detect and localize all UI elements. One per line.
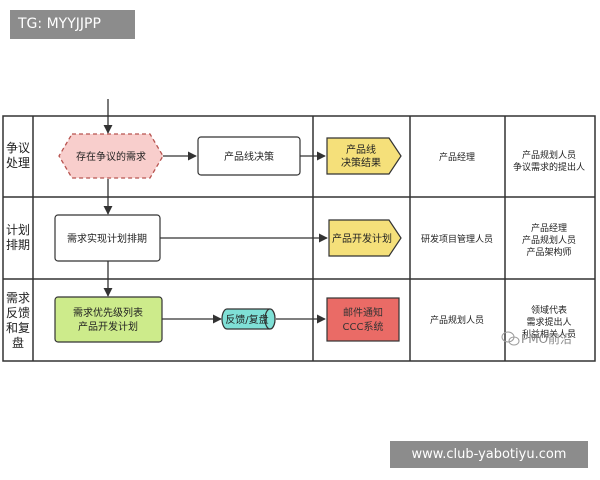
- role-text: 争议需求的提出人: [513, 161, 585, 173]
- node-feedback-review: 反馈/复盘: [221, 308, 276, 330]
- role-text: 研发项目管理人员: [421, 233, 493, 245]
- row-header-dispute: 争议 处理: [6, 141, 30, 170]
- role-owner-plan: 研发项目管理人员: [421, 233, 493, 245]
- role-text: 产品经理: [439, 151, 475, 163]
- role-participants-feedback: 领域代表 需求提出人 利益相关人员: [522, 304, 576, 340]
- node-label-line: 产品线: [346, 143, 376, 156]
- role-participants-plan: 产品经理 产品规划人员 产品架构师: [522, 222, 576, 258]
- node-label: 存在争议的需求: [76, 150, 146, 163]
- role-participants-dispute: 产品规划人员 争议需求的提出人: [513, 149, 585, 173]
- node-decision-result: 产品线 决策结果: [326, 137, 402, 175]
- role-text: 产品架构师: [526, 246, 571, 258]
- row-header-line: 反馈: [6, 306, 30, 320]
- row-header-plan: 计划 排期: [6, 223, 30, 252]
- row-header-line: 盘: [12, 335, 24, 350]
- row-header-feedback: 需求 反馈 和复 盘: [6, 291, 30, 350]
- swimlane-grid: [2, 115, 596, 362]
- node-label-line: 邮件通知: [343, 306, 383, 319]
- node-disputed-demand: 存在争议的需求: [58, 133, 164, 179]
- role-text: 产品规划人员: [522, 149, 576, 161]
- row-header-line: 处理: [6, 156, 30, 170]
- role-text: 产品规划人员: [522, 234, 576, 246]
- role-text: 领域代表: [531, 304, 567, 316]
- row-header-line: 排期: [6, 238, 30, 252]
- row-header-line: 计划: [6, 223, 30, 237]
- node-dev-plan: 产品开发计划: [328, 219, 402, 257]
- row-header-line: 需求: [6, 291, 30, 305]
- role-text: 产品经理: [531, 222, 567, 234]
- bottom-watermark: www.club-yabotiyu.com: [390, 441, 588, 468]
- node-label-line: 决策结果: [341, 156, 381, 169]
- node-label-line: CCC系统: [343, 320, 384, 333]
- node-label: 反馈/复盘: [225, 313, 268, 326]
- source-mark-text: PMO前沿: [521, 331, 572, 346]
- node-mail-notice: 邮件通知 CCC系统: [326, 297, 400, 342]
- connectors: [103, 99, 328, 324]
- row-header-line: 和复: [6, 321, 30, 335]
- role-text: 利益相关人员: [522, 328, 576, 340]
- node-priority-list: 需求优先级列表 产品开发计划: [54, 296, 163, 343]
- node-label: 产品开发计划: [332, 232, 392, 245]
- role-text: 需求提出人: [526, 316, 571, 328]
- node-line-decision: 产品线决策: [197, 136, 301, 176]
- role-owner-dispute: 产品经理: [439, 151, 475, 163]
- node-label-line: 需求优先级列表: [73, 306, 143, 319]
- wechat-icon: [501, 331, 520, 346]
- role-owner-feedback: 产品规划人员: [430, 314, 484, 326]
- node-label: 需求实现计划排期: [67, 232, 147, 245]
- node-plan-schedule: 需求实现计划排期: [54, 214, 161, 262]
- node-label: 产品线决策: [224, 150, 274, 163]
- row-header-line: 争议: [6, 141, 30, 155]
- role-text: 产品规划人员: [430, 314, 484, 326]
- top-tag: TG: MYYJJPP: [10, 10, 135, 39]
- node-label-line: 产品开发计划: [78, 320, 138, 333]
- source-mark: PMO前沿: [501, 331, 572, 346]
